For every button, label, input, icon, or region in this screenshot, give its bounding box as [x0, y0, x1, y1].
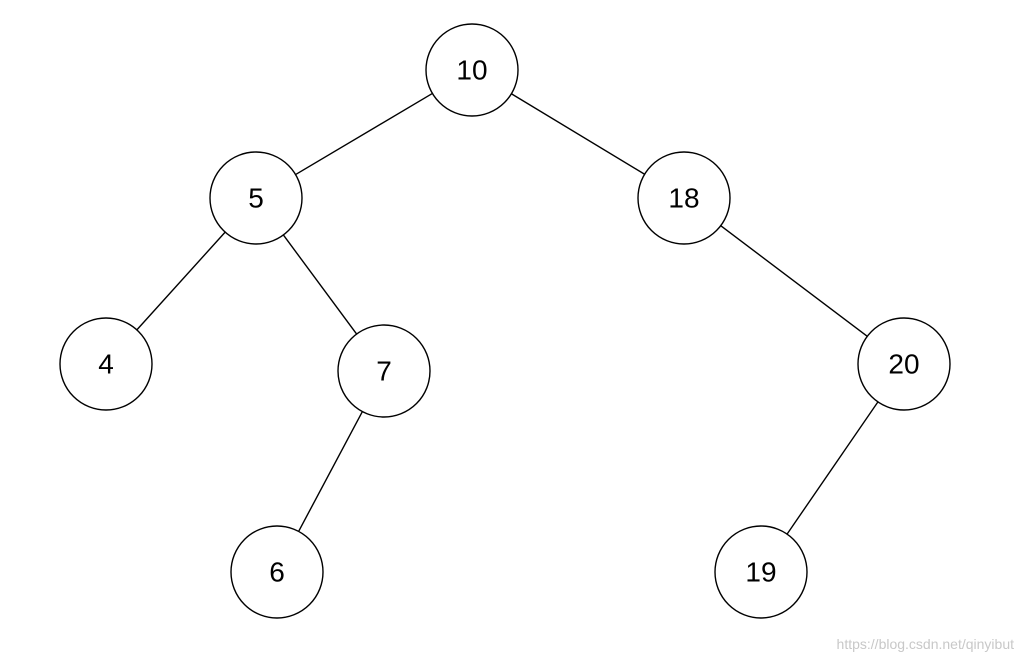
tree-node-7: 7	[337, 324, 431, 418]
edge-n5-n4	[136, 231, 226, 331]
node-circle	[59, 317, 153, 411]
tree-node-10: 10	[425, 23, 519, 117]
edge-n7-n6	[297, 411, 364, 532]
node-label: 6	[269, 557, 285, 588]
node-label: 19	[745, 557, 776, 588]
tree-edges	[136, 92, 879, 535]
node-circle	[714, 525, 808, 619]
edge-n5-n7	[282, 234, 358, 335]
node-label: 4	[98, 349, 114, 380]
tree-node-4: 4	[59, 317, 153, 411]
edge-n20-n19	[786, 401, 879, 535]
node-circle	[857, 317, 951, 411]
edge-n10-n5	[295, 92, 433, 176]
node-circle	[209, 151, 303, 245]
tree-node-5: 5	[209, 151, 303, 245]
edge-n10-n18	[511, 93, 645, 175]
tree-nodes: 10 5 18 4 7 20 6 19	[59, 23, 951, 619]
node-label: 7	[376, 356, 392, 387]
tree-node-18: 18	[637, 151, 731, 245]
tree-node-6: 6	[230, 525, 324, 619]
node-circle	[337, 324, 431, 418]
watermark-text: https://blog.csdn.net/qinyibut	[836, 636, 1014, 652]
node-circle	[637, 151, 731, 245]
node-label: 10	[456, 55, 487, 86]
node-label: 18	[668, 183, 699, 214]
node-circle	[425, 23, 519, 117]
tree-node-19: 19	[714, 525, 808, 619]
edge-n18-n20	[720, 225, 868, 337]
node-circle	[230, 525, 324, 619]
tree-node-20: 20	[857, 317, 951, 411]
node-label: 20	[888, 349, 919, 380]
node-label: 5	[248, 183, 264, 214]
